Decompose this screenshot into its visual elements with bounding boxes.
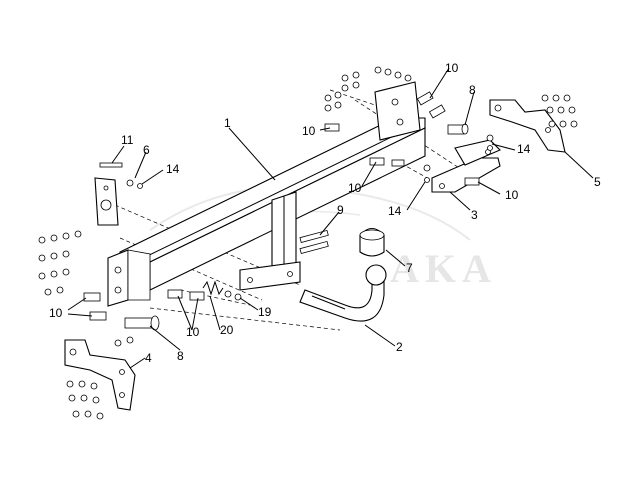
part-label-20: 20 [220, 323, 234, 337]
part-label-11: 11 [121, 133, 134, 147]
part-label-3: 3 [471, 208, 478, 222]
part-label-6: 6 [143, 143, 150, 157]
ball-cover [359, 227, 385, 257]
part-label-8-top: 8 [469, 83, 476, 97]
part-label-10-left: 10 [49, 306, 63, 320]
part-label-10-center: 10 [348, 181, 362, 195]
bracket-6 [94, 177, 119, 226]
part-labels: 1 2 3 4 5 6 7 8 8 9 10 10 10 10 10 10 11… [49, 61, 601, 365]
part-label-10-lower: 10 [186, 325, 200, 339]
part-label-4: 4 [145, 351, 152, 365]
part-label-14-left: 14 [166, 162, 180, 176]
part-label-14-right: 14 [517, 142, 531, 156]
part-label-19: 19 [258, 305, 272, 319]
part-label-10-top: 10 [445, 61, 459, 75]
leader-lines [67, 67, 594, 369]
fasteners [38, 66, 578, 420]
part-label-2: 2 [396, 340, 403, 354]
part-label-10-right: 10 [505, 188, 519, 202]
part-label-7: 7 [406, 261, 413, 275]
part-label-14-lower: 14 [388, 204, 402, 218]
part-label-9: 9 [337, 203, 344, 217]
watermark-text: AKA [390, 246, 497, 291]
ball-neck [299, 264, 387, 322]
part-label-10-mid: 10 [302, 124, 316, 138]
part-label-1: 1 [224, 116, 231, 130]
part-label-5: 5 [594, 175, 601, 189]
crossbar [107, 81, 426, 307]
part-label-8-left: 8 [177, 349, 184, 363]
side-bracket-left [64, 339, 136, 411]
